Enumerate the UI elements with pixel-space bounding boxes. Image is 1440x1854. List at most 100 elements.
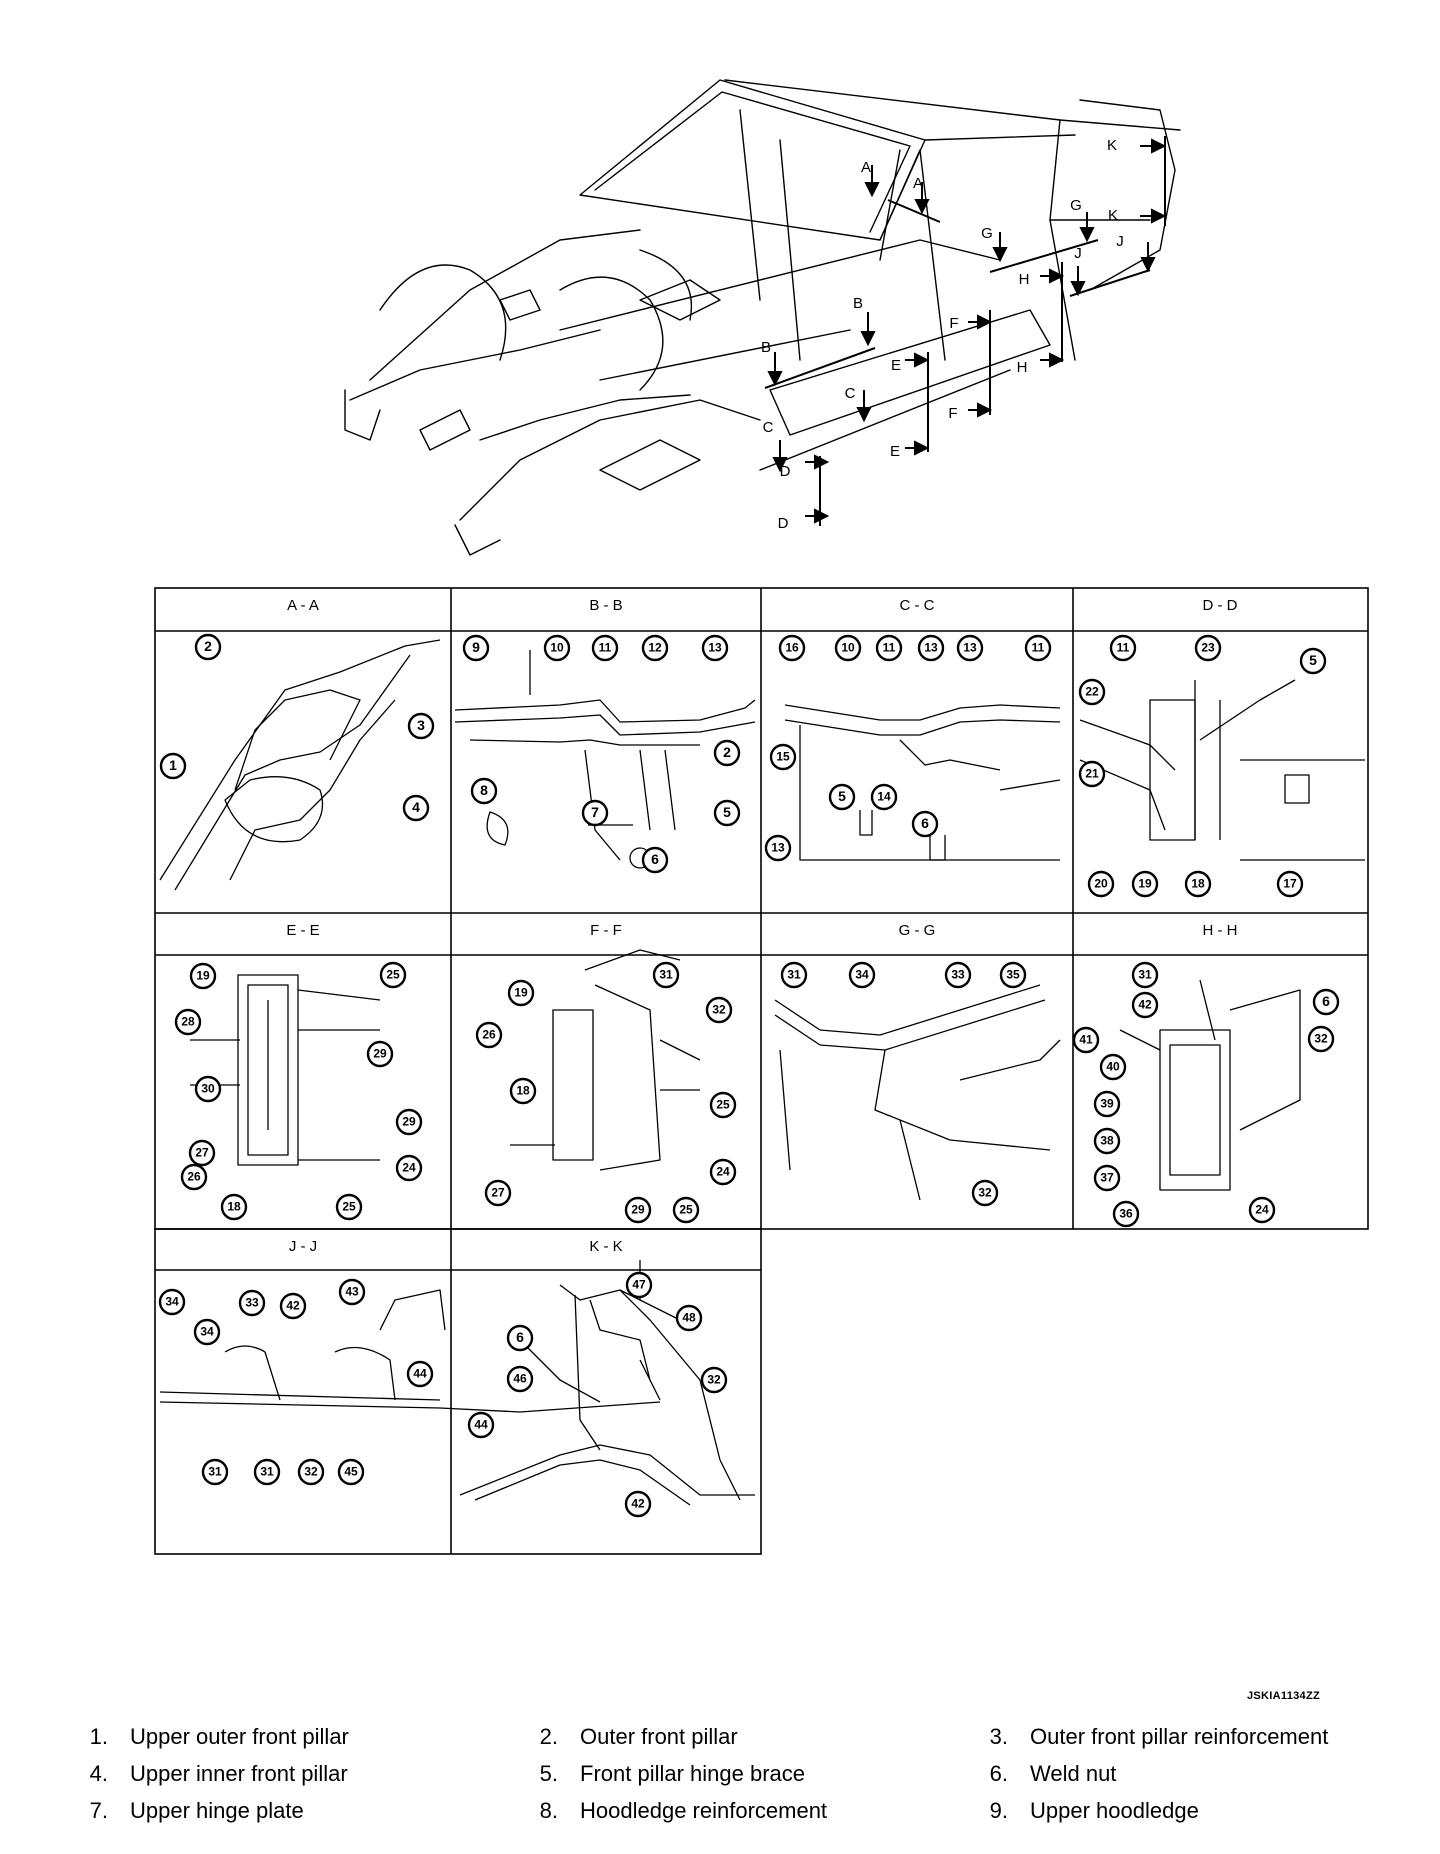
svg-text:5: 5: [1309, 652, 1317, 668]
svg-text:48: 48: [682, 1311, 696, 1325]
callout-2: 2: [713, 739, 741, 767]
svg-text:8: 8: [480, 782, 488, 798]
svg-text:25: 25: [342, 1200, 356, 1214]
svg-text:40: 40: [1106, 1060, 1120, 1074]
section-arrow-label-f: F: [949, 315, 958, 332]
callout-5: 5: [713, 799, 741, 827]
section-arrow-label-g: G: [981, 225, 993, 242]
svg-text:6: 6: [516, 1329, 524, 1345]
callout-31: 31: [201, 1458, 229, 1486]
section-arrow-label-d: D: [780, 463, 791, 480]
svg-text:27: 27: [195, 1146, 209, 1160]
section-arrow-label-k: K: [1107, 137, 1117, 154]
svg-text:31: 31: [659, 968, 673, 982]
svg-text:30: 30: [201, 1082, 215, 1096]
svg-text:26: 26: [187, 1170, 201, 1184]
section-arrow-label-k: K: [1108, 207, 1118, 224]
callout-40: 40: [1099, 1053, 1127, 1081]
legend-text: Upper outer front pillar: [130, 1724, 349, 1749]
callout-29: 29: [366, 1040, 394, 1068]
svg-text:34: 34: [855, 968, 869, 982]
svg-text:37: 37: [1100, 1171, 1114, 1185]
callout-32: 32: [297, 1458, 325, 1486]
svg-text:13: 13: [771, 841, 785, 855]
svg-text:12: 12: [648, 641, 662, 655]
callout-29: 29: [624, 1196, 652, 1224]
callout-18: 18: [1184, 870, 1212, 898]
callout-31: 31: [253, 1458, 281, 1486]
svg-text:25: 25: [386, 968, 400, 982]
section-arrow-label-a: A: [861, 159, 871, 176]
callout-42: 42: [279, 1292, 307, 1320]
callout-14: 14: [870, 783, 898, 811]
svg-text:18: 18: [227, 1200, 241, 1214]
section-title: H - H: [1203, 922, 1238, 939]
callout-25: 25: [335, 1193, 363, 1221]
callout-32: 32: [700, 1366, 728, 1394]
svg-text:35: 35: [1006, 968, 1020, 982]
svg-text:42: 42: [286, 1299, 300, 1313]
callout-24: 24: [395, 1154, 423, 1182]
callout-16: 16: [778, 634, 806, 662]
callout-20: 20: [1087, 870, 1115, 898]
svg-text:3: 3: [417, 717, 425, 733]
svg-text:29: 29: [631, 1203, 645, 1217]
svg-text:5: 5: [838, 788, 846, 804]
callout-44: 44: [467, 1411, 495, 1439]
svg-text:24: 24: [402, 1161, 416, 1175]
section-title: F - F: [590, 922, 622, 939]
section-arrow-label-d: D: [778, 515, 789, 532]
callout-26: 26: [180, 1163, 208, 1191]
callout-11: 11: [591, 634, 619, 662]
section-arrow-label-f: F: [948, 405, 957, 422]
section-arrow-label-a: A: [913, 175, 923, 192]
legend-row: 1. Upper outer front pillar 2. Outer fro…: [0, 1724, 1440, 1761]
callout-19: 19: [1131, 870, 1159, 898]
svg-text:39: 39: [1100, 1097, 1114, 1111]
callout-15: 15: [769, 743, 797, 771]
svg-text:31: 31: [1138, 968, 1152, 982]
section-arrow-label-j: J: [1074, 245, 1082, 262]
callout-9: 9: [462, 634, 490, 662]
svg-text:21: 21: [1085, 767, 1099, 781]
legend-text: Upper hinge plate: [130, 1798, 304, 1823]
callout-35: 35: [999, 961, 1027, 989]
svg-text:38: 38: [1100, 1134, 1114, 1148]
svg-text:2: 2: [723, 744, 731, 760]
svg-text:19: 19: [1138, 877, 1152, 891]
svg-text:6: 6: [1322, 993, 1330, 1009]
section-title: G - G: [899, 922, 936, 939]
callout-6: 6: [1312, 988, 1340, 1016]
callout-19: 19: [507, 979, 535, 1007]
section-arrow-label-h: H: [1019, 271, 1030, 288]
car-body-overview: [344, 79, 1181, 556]
svg-text:11: 11: [883, 641, 896, 655]
callout-5: 5: [828, 783, 856, 811]
callout-29: 29: [395, 1108, 423, 1136]
callout-18: 18: [509, 1077, 537, 1105]
callout-28: 28: [174, 1008, 202, 1036]
callout-1: 1: [159, 752, 187, 780]
svg-text:10: 10: [841, 641, 855, 655]
callout-13: 13: [917, 634, 945, 662]
svg-text:17: 17: [1283, 877, 1297, 891]
callout-33: 33: [238, 1289, 266, 1317]
callout-25: 25: [672, 1196, 700, 1224]
figure-reference: JSKIA1134ZZ: [1246, 1690, 1320, 1702]
svg-text:47: 47: [632, 1278, 646, 1292]
svg-text:32: 32: [707, 1373, 721, 1387]
section-arrow-label-h: H: [1017, 359, 1028, 376]
svg-text:34: 34: [200, 1325, 214, 1339]
legend-number: 3.: [989, 1724, 1008, 1749]
callout-44: 44: [406, 1360, 434, 1388]
callout-6: 6: [641, 846, 669, 874]
svg-text:6: 6: [651, 851, 659, 867]
svg-text:22: 22: [1085, 685, 1099, 699]
legend-number: 4.: [89, 1761, 108, 1786]
callout-22: 22: [1078, 678, 1106, 706]
svg-text:2: 2: [204, 638, 212, 654]
section-arrow-label-c: C: [763, 419, 774, 436]
svg-text:42: 42: [1138, 998, 1152, 1012]
